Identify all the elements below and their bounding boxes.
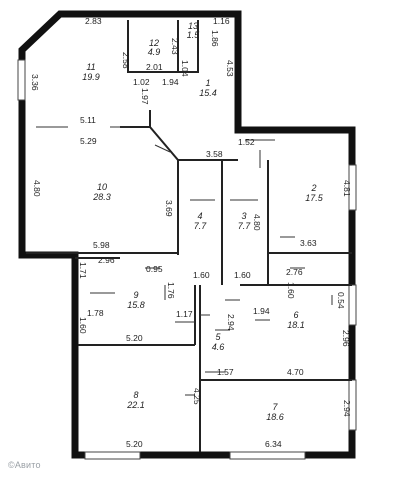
dimension-label: 3.63 <box>300 238 317 248</box>
dimension-label: 1.57 <box>217 367 234 377</box>
dimension-label: 1.60 <box>78 317 88 334</box>
dimension-label: 4.80 <box>252 214 262 231</box>
dimension-label: 2.83 <box>85 16 102 26</box>
dimension-label: 2.96 <box>98 255 115 265</box>
room-number: 1 <box>205 78 210 88</box>
window-bottom-right <box>229 451 306 460</box>
dimension-label: 1.71 <box>78 262 88 279</box>
room-area: 7.7 <box>238 221 252 231</box>
dimension-label: 5.20 <box>126 439 143 449</box>
dimension-label: 1.04 <box>180 60 190 77</box>
dimension-label: 2.94 <box>226 314 236 331</box>
dimension-label: 1.76 <box>166 282 176 299</box>
dimension-label: 5.20 <box>126 333 143 343</box>
dimension-label: 0.95 <box>146 264 163 274</box>
window-bottom-left <box>84 451 141 460</box>
outer-walls <box>18 10 356 459</box>
room-area: 7.7 <box>194 221 208 231</box>
watermark: ©Авито <box>8 460 41 470</box>
dimension-label: 1.52 <box>238 137 255 147</box>
room-number: 4 <box>197 211 202 221</box>
room-area: 4.9 <box>148 47 161 57</box>
room-area: 15.8 <box>127 300 145 310</box>
dimension-label: 5.29 <box>80 136 97 146</box>
room-area: 17.5 <box>305 193 324 203</box>
dimension-labels: 2.83 1.16 2.58 2.43 1.86 4.53 3.36 2.01 … <box>30 16 352 449</box>
room-area: 19.9 <box>82 72 100 82</box>
window-right-top <box>348 164 357 211</box>
dimension-label: 4.53 <box>225 60 235 77</box>
room-number: 13 <box>188 21 198 31</box>
dimension-label: 1.17 <box>176 309 193 319</box>
dimension-label: 3.69 <box>164 200 174 217</box>
dimension-label: 1.60 <box>286 282 296 299</box>
window-left <box>17 59 26 101</box>
room-number: 8 <box>133 390 138 400</box>
dimension-label: 1.60 <box>193 270 210 280</box>
room-number: 5 <box>215 332 221 342</box>
dimension-label: 3.36 <box>30 74 40 91</box>
dimension-label: 2.76 <box>286 267 303 277</box>
dimension-label: 4.80 <box>32 180 42 197</box>
room-area: 4.6 <box>212 342 225 352</box>
dimension-label: 1.78 <box>87 308 104 318</box>
dimension-label: 1.16 <box>213 16 230 26</box>
wall-hall-left <box>120 110 151 128</box>
dimension-label: 1.02 <box>133 77 150 87</box>
room-area: 18.6 <box>266 412 284 422</box>
dimension-label: 4.81 <box>342 180 352 197</box>
dimension-label: 1.97 <box>140 88 150 105</box>
room-number: 3 <box>241 211 246 221</box>
room-area: 1.5 <box>187 30 201 40</box>
room-number: 9 <box>133 290 138 300</box>
room-number: 6 <box>293 310 298 320</box>
dimension-label: 2.94 <box>342 400 352 417</box>
room-number: 11 <box>86 62 95 72</box>
dimension-label: 2.43 <box>170 38 180 55</box>
dimension-label: 2.58 <box>121 52 131 69</box>
dimension-label: 1.94 <box>162 77 179 87</box>
room-labels: 11 19.9 12 4.9 13 1.5 1 15.4 10 28.3 2 1… <box>82 21 324 422</box>
dimension-label: 5.11 <box>80 115 96 125</box>
windows <box>17 59 357 460</box>
outer-wall <box>18 10 356 459</box>
dimension-label: 1.60 <box>234 270 251 280</box>
dimension-label: 5.98 <box>93 240 110 250</box>
dimension-label: 2.01 <box>146 62 163 72</box>
dimension-label: 1.94 <box>253 306 270 316</box>
dimension-label: 0.54 <box>336 292 346 309</box>
room-number: 12 <box>149 38 159 48</box>
dimension-label: 2.96 <box>341 330 351 347</box>
wall-bath13 <box>177 20 199 73</box>
window-right-bottom <box>348 379 357 431</box>
dimension-label: 4.70 <box>287 367 304 377</box>
interior-walls <box>26 20 352 452</box>
room-area: 15.4 <box>199 88 217 98</box>
window-right-mid <box>348 284 357 326</box>
room-area: 28.3 <box>92 192 111 202</box>
room-number: 7 <box>272 402 278 412</box>
wall-hall-diag <box>149 126 238 161</box>
room-area: 18.1 <box>287 320 305 330</box>
partition <box>154 144 171 153</box>
dimension-label: 3.58 <box>206 149 223 159</box>
room-area: 22.1 <box>126 400 145 410</box>
room-number: 2 <box>310 183 316 193</box>
dimension-label: 4.25 <box>192 388 202 405</box>
dimension-label: 1.86 <box>210 30 220 47</box>
room-number: 10 <box>97 182 107 192</box>
partitions <box>36 126 333 396</box>
dimension-label: 6.34 <box>265 439 282 449</box>
